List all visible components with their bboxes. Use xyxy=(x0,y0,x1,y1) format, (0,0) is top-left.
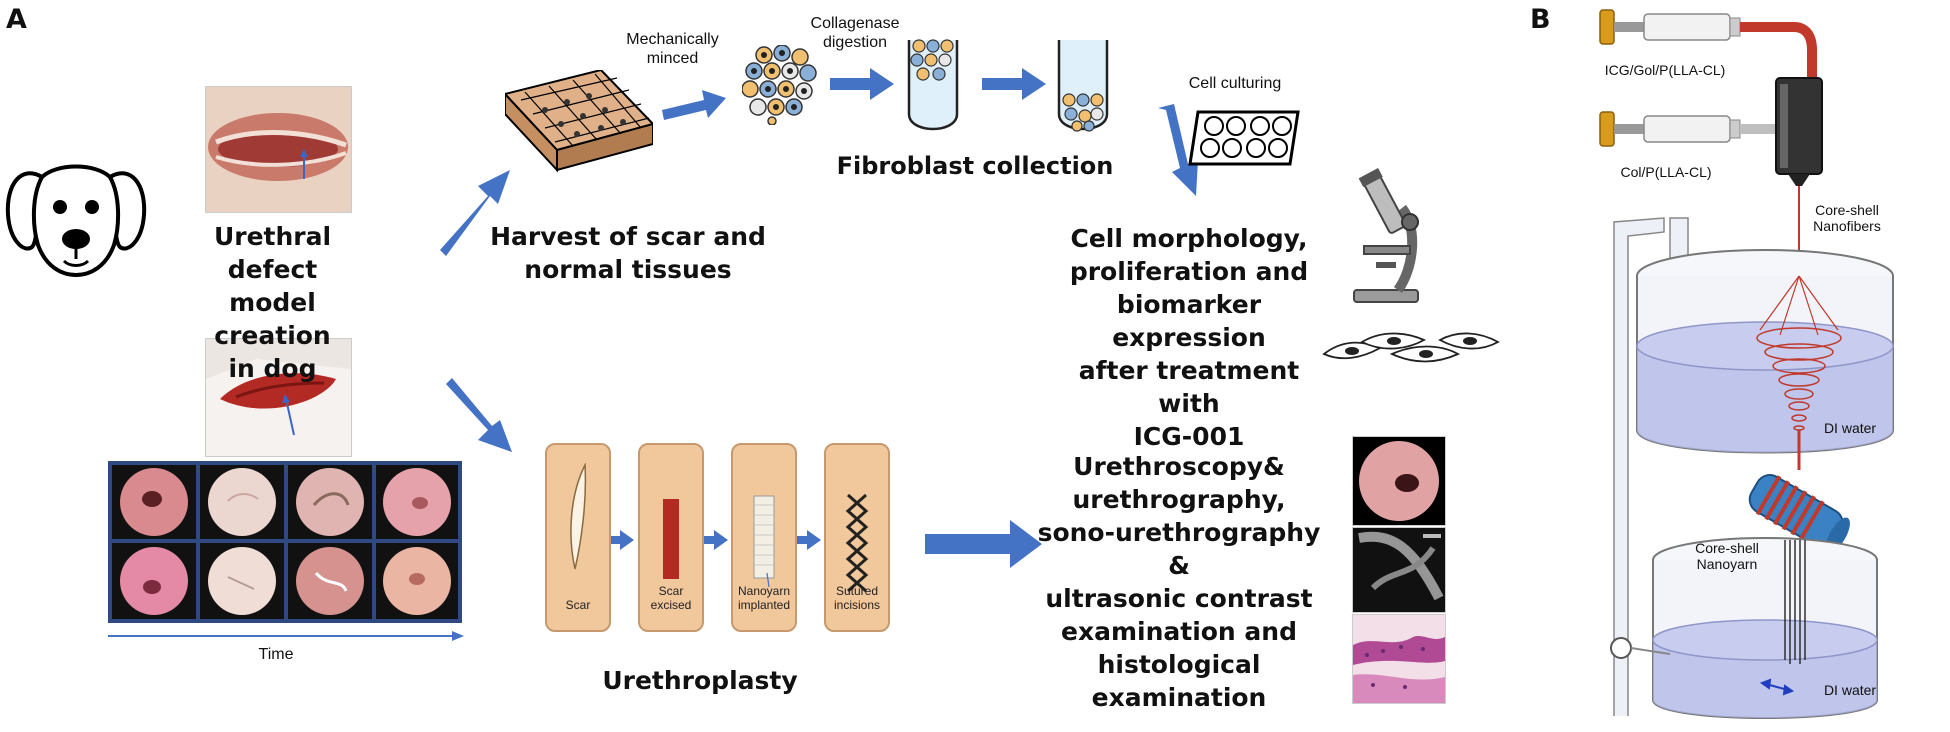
cell-morphology-title: Cell morphology, proliferation and bioma… xyxy=(1069,224,1309,451)
dog-icon xyxy=(5,164,147,277)
arrow-to-harvest xyxy=(440,170,510,256)
arrow-tube xyxy=(982,68,1046,100)
syringe-1-icon xyxy=(1599,9,1817,80)
panel-b-label: B xyxy=(1530,4,1551,35)
arrow-step-1 xyxy=(608,530,634,550)
arrow-to-morphology xyxy=(1158,104,1198,196)
excised-region xyxy=(663,499,679,579)
urethroscopy-image xyxy=(1352,436,1446,526)
syringe-1-label: ICG/Gol/P(LLA-CL) xyxy=(1604,62,1726,78)
examinations-title: Urethroscopy& urethrography, sono-urethr… xyxy=(1037,452,1321,712)
electrospinning-apparatus xyxy=(1599,9,1894,719)
ultrasound-image xyxy=(1352,527,1446,613)
flow-arrows xyxy=(440,68,1198,568)
syringe-2-icon xyxy=(1599,111,1780,147)
arrow-collagenase xyxy=(830,68,894,100)
step-scar-excised: Scar excised xyxy=(638,443,704,632)
histology-image xyxy=(1352,614,1446,704)
surgery-photo xyxy=(205,338,352,457)
minced-label: Mechanically minced xyxy=(626,31,719,67)
microscope-icon xyxy=(1353,168,1419,303)
time-label: Time xyxy=(258,646,294,663)
step-excised-label: Scar excised xyxy=(650,584,692,612)
well-plate-icon xyxy=(1188,110,1300,166)
tube-digestion-icon xyxy=(907,39,959,131)
arrow-minced xyxy=(662,90,726,120)
cell-culturing-label: Cell culturing xyxy=(1188,75,1282,92)
arrow-step-2 xyxy=(702,530,728,550)
step-nanoyarn: Nanoyarn implanted xyxy=(731,443,797,632)
collagenase-label: Collagenase digestion xyxy=(810,15,900,51)
time-axis-arrow xyxy=(108,631,464,641)
panel-a-label: A xyxy=(6,4,27,35)
arrow-to-urethroplasty xyxy=(446,378,512,452)
di-water-bottom-label: DI water xyxy=(1823,682,1877,698)
urethroplasty-title: Urethroplasty xyxy=(602,666,798,695)
nanoyarn-label: Core-shell Nanoyarn xyxy=(1695,540,1759,572)
scar-icon xyxy=(570,463,587,570)
harvest-title: Harvest of scar and normal tissues xyxy=(490,222,766,284)
tissue-block-icon xyxy=(505,70,653,173)
step-scar-label: Scar xyxy=(565,598,591,612)
step-nanoyarn-label: Nanoyarn implanted xyxy=(737,584,791,612)
urethral-defect-title: Urethral defect model creation in dog xyxy=(213,222,332,383)
suture-icon xyxy=(845,493,869,593)
arrow-step-3 xyxy=(795,530,821,550)
endoscopy-grid xyxy=(108,461,462,623)
nanoyarn-patch-icon xyxy=(753,495,775,587)
urethral-defect-photo xyxy=(205,86,352,213)
fibroblast-collection-title: Fibroblast collection xyxy=(836,152,1114,180)
di-water-top-label: DI water xyxy=(1823,420,1877,436)
syringe-2-label: Col/P(LLA-CL) xyxy=(1620,164,1712,180)
fibroblast-cells-icon xyxy=(1322,332,1500,363)
cell-cluster-icon xyxy=(742,45,817,125)
step-sutured-label: Sutured incisions xyxy=(833,584,881,612)
step-scar: Scar xyxy=(545,443,611,632)
step-sutured: Sutured incisions xyxy=(824,443,890,632)
yarn-mandrel-icon xyxy=(1748,474,1850,554)
tube-pellet-icon xyxy=(1057,40,1109,132)
arrow-to-exams xyxy=(925,520,1042,568)
nanofibers-label: Core-shell Nanofibers xyxy=(1813,202,1881,234)
